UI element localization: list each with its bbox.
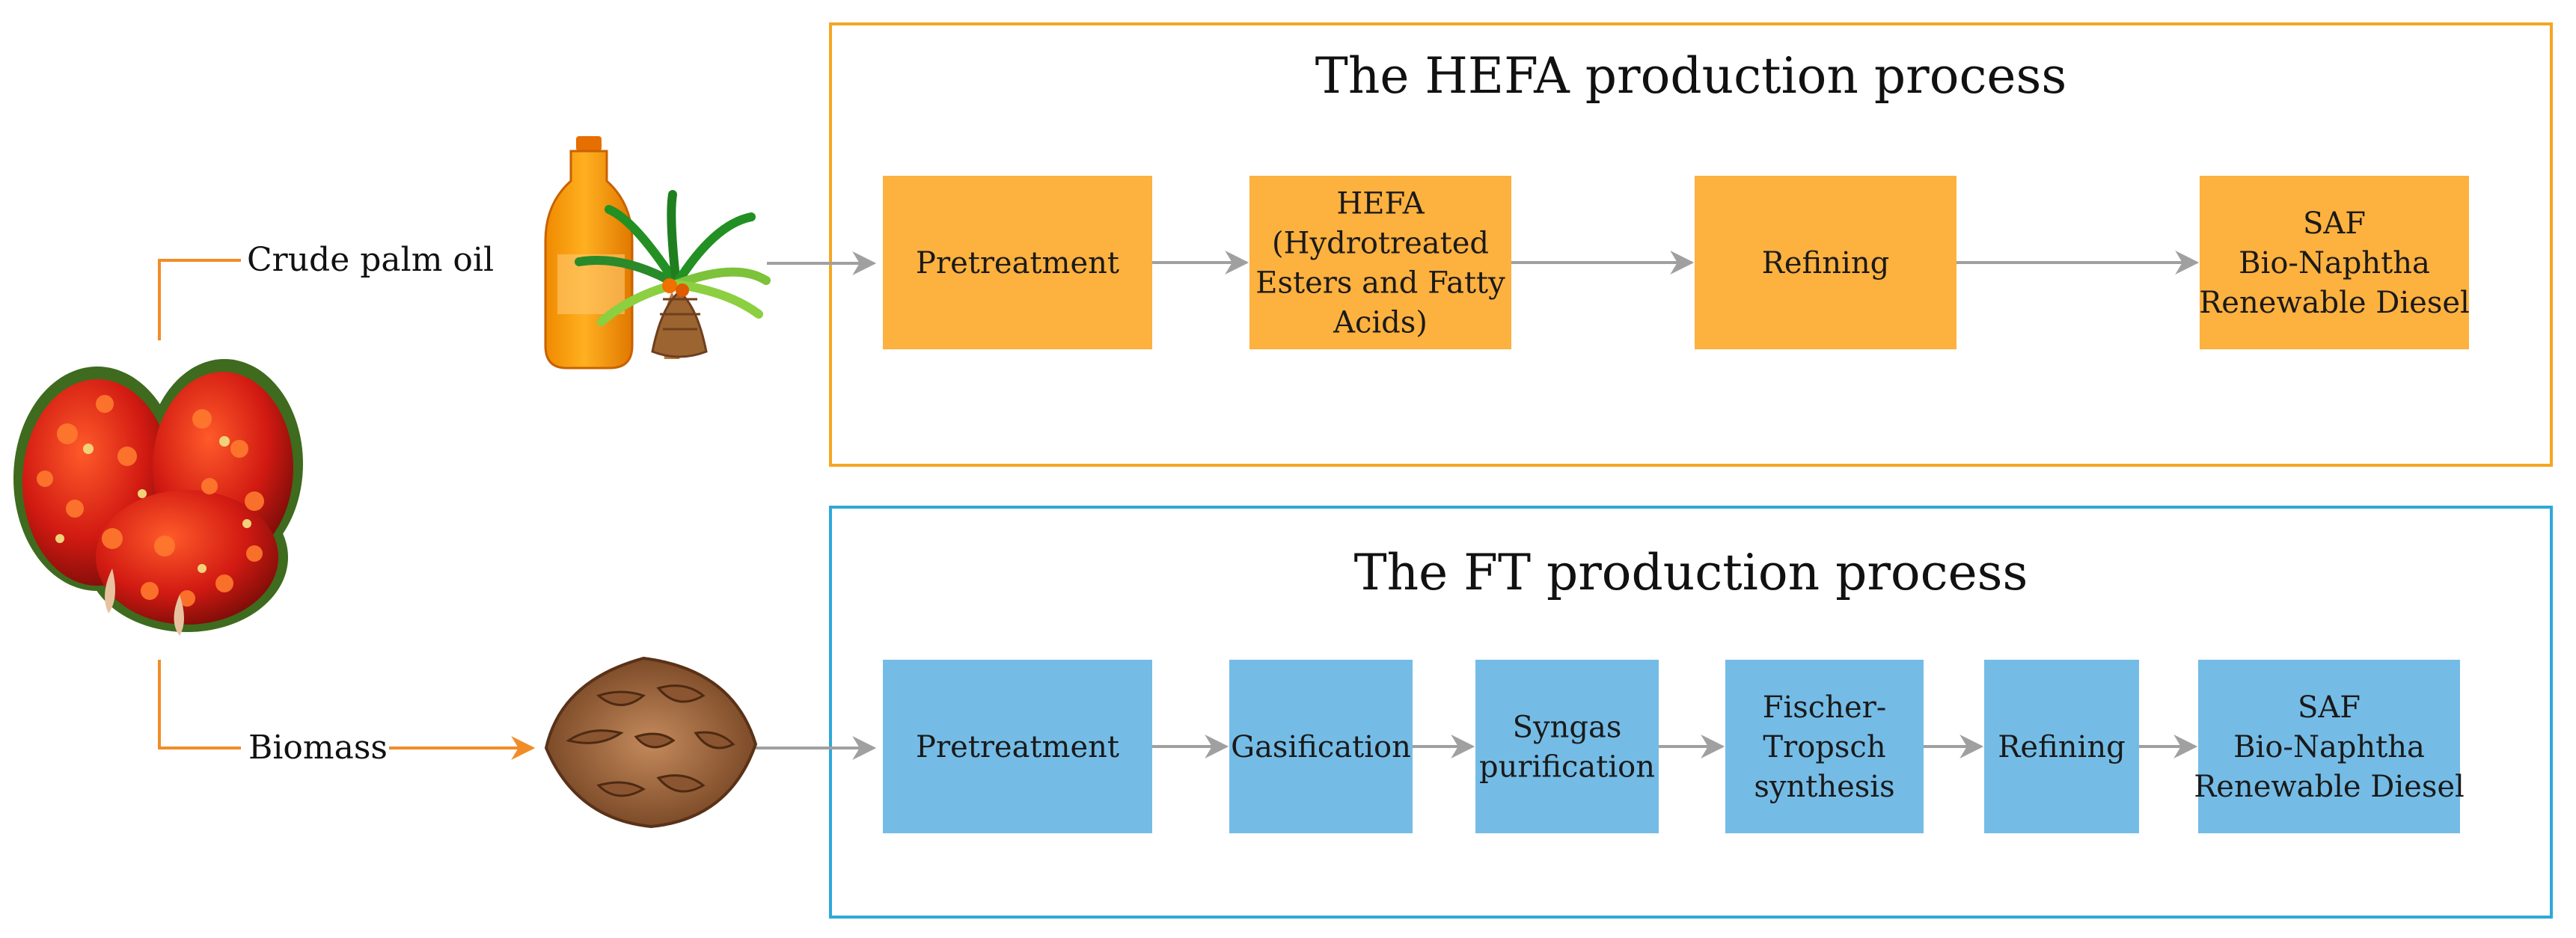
hefa-step-2-label: (Hydrotreated <box>1272 227 1489 261</box>
hefa-step-4-box <box>2200 176 2469 349</box>
hefa-frame <box>829 22 2553 467</box>
hefa-step-4-label: Bio-Naphtha <box>2239 246 2430 281</box>
hefa-step-3-label: Refining <box>1762 246 1889 281</box>
ft-step-4-box <box>1725 660 1924 833</box>
hefa-title: The HEFA production process <box>1315 47 2066 105</box>
biomass-branch-line <box>158 660 241 750</box>
palm-fruit-bunch-image <box>13 359 303 636</box>
ft-step-6-label: Renewable Diesel <box>2194 770 2465 804</box>
ft-step-2-box <box>1229 660 1413 833</box>
hefa-step-4-label: SAF <box>2303 206 2366 241</box>
ft-step-5-box <box>1984 660 2139 833</box>
hefa-step-2-box <box>1249 176 1511 349</box>
ft-step-6-label: Bio-Naphtha <box>2233 730 2425 764</box>
ft-step-4-label: Tropsch <box>1763 730 1885 764</box>
biomass-label: Biomass <box>248 729 388 767</box>
ft-step-5-label: Refining <box>1998 730 2125 764</box>
ft-steps: Pretreatment Gasification Syngas purificati… <box>883 660 2465 833</box>
hefa-step-1-box <box>883 176 1152 349</box>
ft-title: The FT production process <box>1354 544 2028 601</box>
ft-step-1-label: Pretreatment <box>916 730 1119 764</box>
palm-fruit-husk-image <box>544 656 758 829</box>
hefa-step-3-box <box>1695 176 1957 349</box>
hefa-step-2-label: HEFA <box>1336 187 1425 221</box>
crude-oil-branch-line <box>158 259 241 340</box>
ft-step-6-box <box>2198 660 2460 833</box>
hefa-step-2-label: Acids) <box>1333 306 1428 340</box>
ft-step-1-box <box>883 660 1152 833</box>
ft-step-6-label: SAF <box>2298 690 2361 725</box>
ft-frame <box>829 506 2553 919</box>
hefa-step-4-label: Renewable Diesel <box>2199 286 2470 320</box>
oil-bottle-and-palm-tree-image <box>544 136 771 370</box>
ft-step-2-label: Gasification <box>1231 730 1411 764</box>
ft-step-3-label: purification <box>1479 750 1655 785</box>
ft-step-3-label: Syngas <box>1513 711 1622 745</box>
hefa-step-1-label: Pretreatment <box>916 246 1119 281</box>
ft-step-4-label: synthesis <box>1754 770 1894 804</box>
hefa-step-2-label: Esters and Fatty <box>1255 266 1505 301</box>
crude-palm-oil-label: Crude palm oil <box>247 241 494 279</box>
ft-step-3-box <box>1475 660 1659 833</box>
ft-step-4-label: Fischer- <box>1763 690 1887 725</box>
